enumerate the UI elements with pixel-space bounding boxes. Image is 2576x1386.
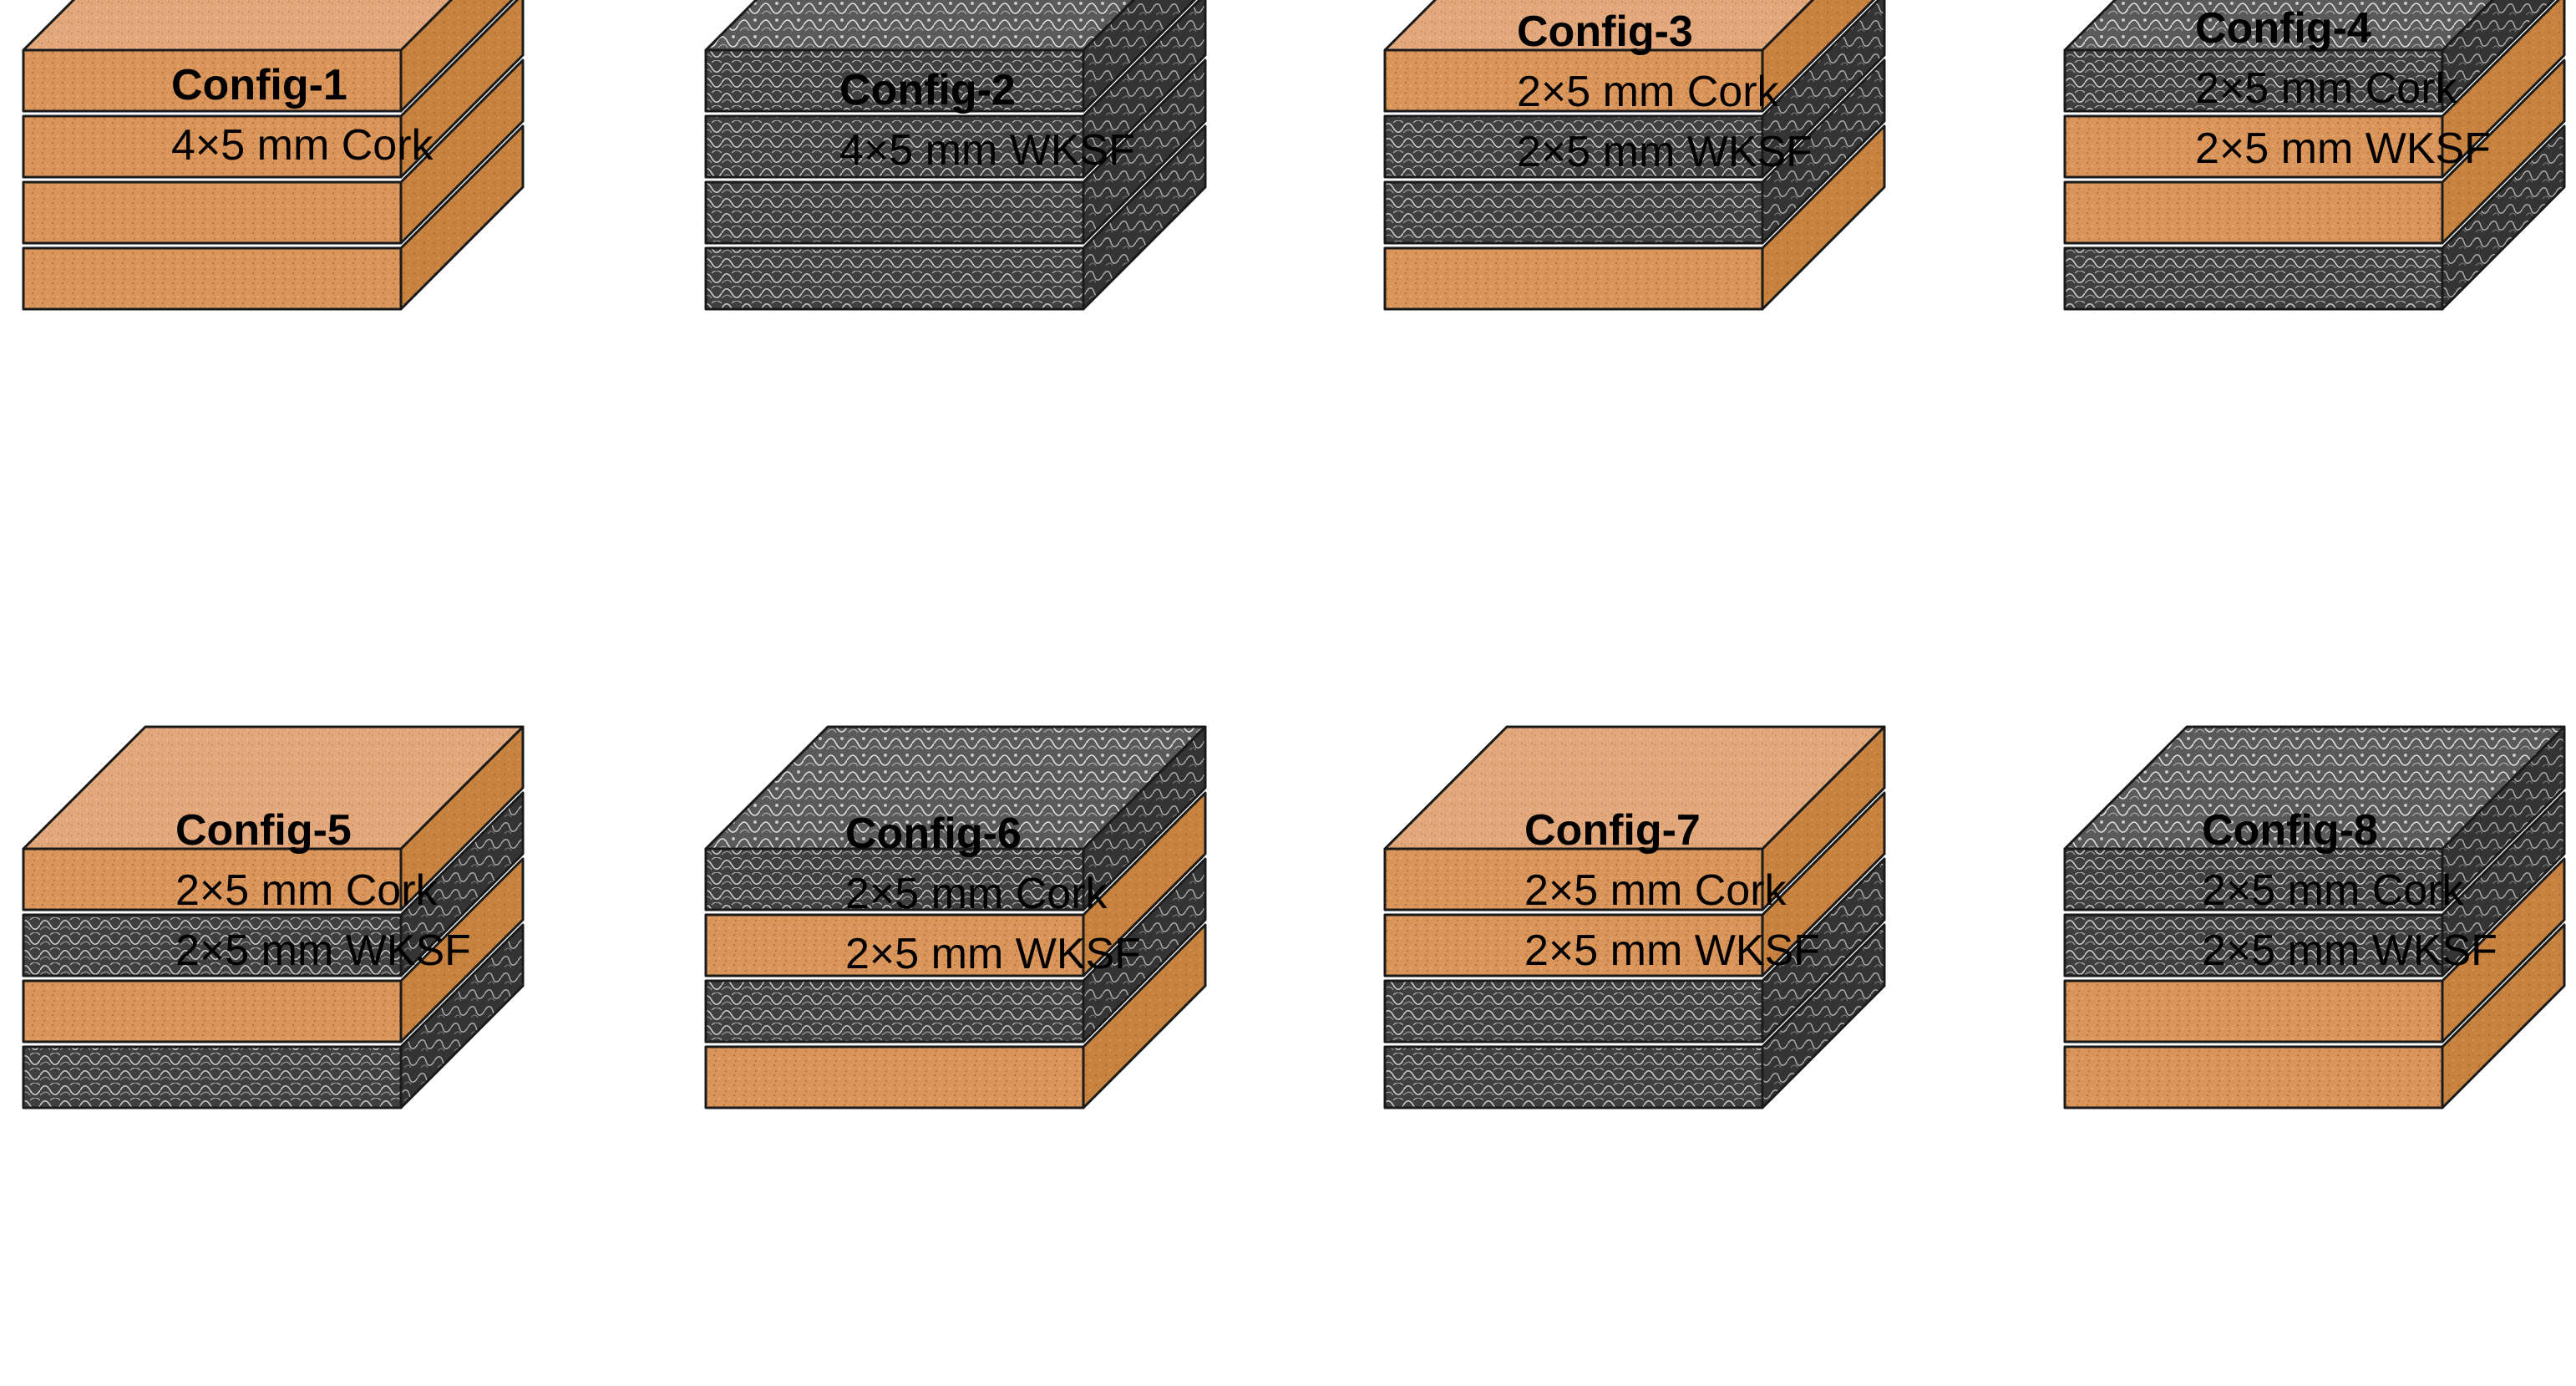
config-title: Config-6	[845, 810, 1022, 858]
config-title: Config-7	[1524, 806, 1701, 855]
layer-wksf-front	[2063, 246, 2444, 311]
layer-wksf-front	[2063, 913, 2444, 977]
config-layer-description: 2×5 mm Cork	[845, 870, 1108, 918]
layer-cork-front	[704, 1045, 1085, 1109]
layer-wksf-front	[1383, 979, 1764, 1043]
config-layer-description: 2×5 mm WKSF	[845, 930, 1141, 978]
layer-wksf-front	[704, 114, 1085, 179]
config-title: Config-5	[175, 806, 352, 855]
layer-wksf-front	[704, 979, 1085, 1043]
config-layer-description: 2×5 mm WKSF	[1517, 128, 1813, 176]
layer-cork-top	[22, 0, 454, 52]
config-label-3: Config-3 2×5 mm Cork 2×5 mm WKSF	[1517, 2, 1813, 182]
layer-cork-front	[1383, 246, 1764, 311]
config-title: Config-8	[2202, 806, 2378, 855]
config-layer-description: 2×5 mm WKSF	[175, 927, 471, 975]
layer-wksf-front	[1383, 180, 1764, 245]
layer-wksf-front	[22, 913, 403, 977]
layer-stack-4	[2063, 0, 2566, 311]
config-title: Config-3	[1517, 8, 1693, 56]
config-layer-description: 2×5 mm Cork	[1517, 68, 1779, 116]
config-label-1: Config-1 4×5 mm Cork	[171, 55, 434, 175]
config-label-5: Config-5 2×5 mm Cork 2×5 mm WKSF	[175, 800, 471, 981]
config-layer-description: 2×5 mm WKSF	[2202, 927, 2497, 975]
layer-stack-7	[1383, 725, 1886, 1109]
layer-cork-top	[22, 725, 525, 850]
layer-cork-front	[22, 114, 403, 179]
layer-cork-top	[1383, 0, 1815, 52]
layer-cork-front	[1383, 913, 1764, 977]
config-title: Config-4	[2195, 4, 2371, 53]
config-label-2: Config-2 4×5 mm WKSF	[839, 60, 1135, 180]
layer-stack-3	[1383, 0, 1886, 311]
config-label-7: Config-7 2×5 mm Cork 2×5 mm WKSF	[1524, 800, 1820, 981]
layer-wksf-top	[704, 725, 1207, 850]
layer-cork-front	[2063, 114, 2444, 179]
layer-wksf-top	[2063, 725, 2566, 850]
layer-cork-front	[22, 979, 403, 1043]
config-layer-description: 4×5 mm Cork	[171, 121, 434, 170]
config-layer-description: 2×5 mm WKSF	[2195, 124, 2491, 173]
layer-cork-front	[2063, 180, 2444, 245]
config-layer-description: 4×5 mm WKSF	[839, 126, 1135, 175]
config-layer-description: 2×5 mm Cork	[175, 866, 438, 915]
layer-cork-front	[2063, 1045, 2444, 1109]
layer-stack-1	[22, 0, 525, 311]
layer-wksf-front	[1383, 1045, 1764, 1109]
config-layer-description: 2×5 mm Cork	[2202, 866, 2464, 915]
config-layer-description: 2×5 mm WKSF	[1524, 927, 1820, 975]
layer-cork-front	[2063, 979, 2444, 1043]
layer-cork-front	[22, 180, 403, 245]
config-title: Config-2	[839, 66, 1016, 114]
layer-wksf-top	[2063, 0, 2495, 52]
layer-stack-6	[704, 725, 1207, 1109]
config-label-6: Config-6 2×5 mm Cork 2×5 mm WKSF	[845, 804, 1141, 984]
config-layer-description: 2×5 mm Cork	[1524, 866, 1787, 915]
config-label-4: Config-4 2×5 mm Cork 2×5 mm WKSF	[2195, 0, 2491, 179]
config-label-8: Config-8 2×5 mm Cork 2×5 mm WKSF	[2202, 800, 2497, 981]
config-title: Config-1	[171, 61, 347, 109]
layer-wksf-front	[1383, 114, 1764, 179]
layer-cork-front	[704, 913, 1085, 977]
layer-wksf-front	[704, 246, 1085, 311]
layer-stack-8	[2063, 725, 2566, 1109]
layer-cork-top	[1383, 725, 1886, 850]
config-layer-description: 2×5 mm Cork	[2195, 64, 2457, 113]
layer-stack-2	[704, 0, 1207, 311]
layer-stack-5	[22, 725, 525, 1109]
layer-wksf-top	[704, 0, 1136, 52]
layer-wksf-front	[704, 180, 1085, 245]
layer-wksf-front	[22, 1045, 403, 1109]
layer-cork-front	[22, 246, 403, 311]
